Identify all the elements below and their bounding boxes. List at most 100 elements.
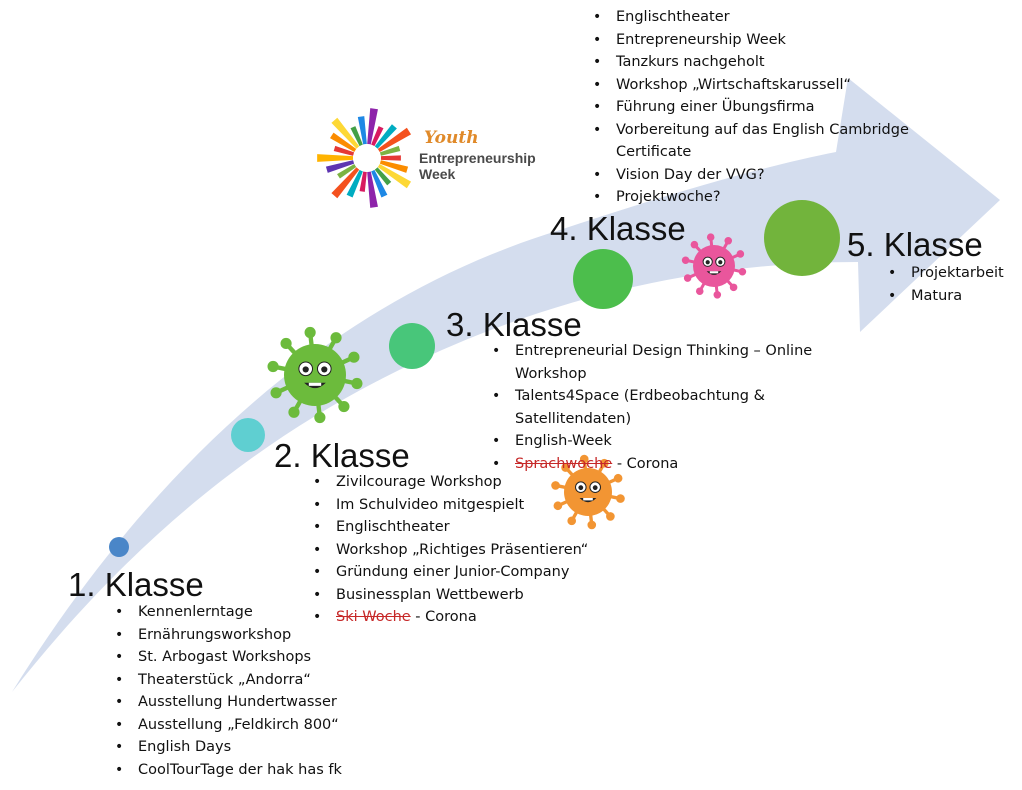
stage-4-item: Vorbereitung auf das English Cambridge C… xyxy=(589,119,909,164)
item-text: Vorbereitung auf das English Cambridge C… xyxy=(616,121,909,161)
item-text: Führung einer Übungsfirma xyxy=(616,99,815,115)
stage-1-item: Kennenlerntage xyxy=(111,601,342,624)
logo-ray xyxy=(379,160,409,173)
stage-4-item: Führung einer Übungsfirma xyxy=(589,96,909,119)
youth-entrepreneurship-week-logo xyxy=(317,108,412,208)
green-virus-icon xyxy=(267,326,363,424)
logo-ray xyxy=(317,154,354,162)
stage-2-title: 2. Klasse xyxy=(274,437,410,474)
logo-ray xyxy=(331,117,360,149)
item-text: Workshop „Wirtschaftskarussell“ xyxy=(616,76,852,93)
logo-ray xyxy=(337,163,357,179)
logo-ray xyxy=(374,124,397,149)
stage-2-item: Businessplan Wettbewerb xyxy=(309,584,588,607)
item-text: Zivilcourage Workshop xyxy=(336,474,502,490)
stage-2-item: Englischtheater xyxy=(309,516,588,539)
logo-ray xyxy=(367,108,378,145)
stage-3-dot xyxy=(389,323,435,369)
item-text: Projektwoche? xyxy=(616,189,721,205)
item-text: Ausstellung „Feldkirch 800“ xyxy=(138,716,339,733)
logo-ray xyxy=(330,132,357,153)
logo-ray xyxy=(377,127,412,153)
logo-week: Week xyxy=(419,166,456,182)
stage-5-item: Matura xyxy=(884,285,1004,308)
item-text: English Days xyxy=(138,739,232,755)
stage-5-item: Projektarbeit xyxy=(884,262,1004,285)
logo-ray xyxy=(379,145,401,156)
logo-ray xyxy=(371,126,384,147)
stage-2-item: Zivilcourage Workshop xyxy=(309,471,588,494)
logo-ray xyxy=(380,155,401,161)
item-text: Ausstellung Hundertwasser xyxy=(138,694,337,710)
item-text: - Corona xyxy=(410,609,477,625)
logo-ray xyxy=(333,145,355,156)
item-text: Entrepreneurship Week xyxy=(616,31,786,48)
item-text: Gründung einer Junior-Company xyxy=(336,564,570,580)
stage-1-item: Ausstellung Hundertwasser xyxy=(111,691,342,714)
item-text: - Corona xyxy=(612,455,679,472)
stage-4-item: Entrepreneurship Week xyxy=(589,29,909,52)
stage-3-list: Entrepreneurial Design Thinking – Online… xyxy=(488,340,868,475)
stage-5-title: 5. Klasse xyxy=(847,226,983,263)
stage-4-item: Workshop „Wirtschaftskarussell“ xyxy=(589,74,909,97)
stage-1-item: Ausstellung „Feldkirch 800“ xyxy=(111,714,342,737)
logo-ray xyxy=(371,169,388,198)
item-text: Tanzkurs nachgeholt xyxy=(616,54,765,70)
stage-2-dot xyxy=(231,418,265,452)
stage-1-item: Ernährungsworkshop xyxy=(111,624,342,647)
logo-ray xyxy=(331,167,360,199)
stage-2-item: Im Schulvideo mitgespielt xyxy=(309,494,588,517)
logo-ray xyxy=(374,167,392,186)
item-text: Projektarbeit xyxy=(911,265,1004,281)
stage-1-item: St. Arbogast Workshops xyxy=(111,646,342,669)
stage-1-dot xyxy=(109,537,129,557)
stage-1-title: 1. Klasse xyxy=(68,566,204,603)
stage-2-item: Gründung einer Junior-Company xyxy=(309,561,588,584)
stage-1-item: English Days xyxy=(111,736,342,759)
stage-3-item: Talents4Space (Erdbeobachtung & Satellit… xyxy=(488,385,868,430)
stage-4-item: Englischtheater xyxy=(589,6,909,29)
item-text: Workshop „Richtiges Präsentieren“ xyxy=(336,541,589,558)
stage-4-item: Tanzkurs nachgeholt xyxy=(589,51,909,74)
stage-1-item: CoolTourTage der hak has fk xyxy=(111,759,342,782)
logo-ray xyxy=(346,169,363,198)
item-text: English-Week xyxy=(515,433,612,449)
logo-ray xyxy=(377,163,412,189)
item-text: Vision Day der VVG? xyxy=(616,166,765,183)
logo-ray xyxy=(357,116,367,145)
stage-2: 2. Klasse Zivilcourage Workshop Im Schulv… xyxy=(274,437,588,629)
item-text: Theaterstück „Andorra“ xyxy=(138,671,311,688)
stage-5-list: ProjektarbeitMatura xyxy=(884,262,1004,307)
item-text: Entrepreneurial Design Thinking – Online… xyxy=(515,343,813,382)
item-text: Englischtheater xyxy=(336,519,450,535)
logo-ray xyxy=(359,171,367,192)
item-text: Kennenlerntage xyxy=(138,604,253,620)
item-text: Englischtheater xyxy=(616,9,730,25)
stage-4-list: EnglischtheaterEntrepreneurship WeekTanz… xyxy=(589,6,909,209)
item-text: Im Schulvideo mitgespielt xyxy=(336,496,525,513)
item-text: Talents4Space (Erdbeobachtung & Satellit… xyxy=(515,388,765,427)
logo-ray xyxy=(325,160,355,173)
stage-2-item: Ski Woche - Corona xyxy=(309,606,588,629)
stage-3: 3. Klasse Entrepreneurial Design Thinkin… xyxy=(446,306,868,475)
stage-3-item: English-Week xyxy=(488,430,868,453)
stage-4-title: 4. Klasse xyxy=(550,210,686,247)
struck-text: Ski Woche xyxy=(336,609,411,625)
stage-4: 4. Klasse xyxy=(550,210,686,248)
stage-4-list-wrap: EnglischtheaterEntrepreneurship WeekTanz… xyxy=(589,6,909,209)
stage-1-item: Theaterstück „Andorra“ xyxy=(111,669,342,692)
stage-3-item: Sprachwoche - Corona xyxy=(488,453,868,476)
stage-4-item: Projektwoche? xyxy=(589,186,909,209)
logo-youth: Youth xyxy=(424,128,479,148)
stage-2-item: Workshop „Richtiges Präsentieren“ xyxy=(309,539,588,562)
stage-4-dot xyxy=(573,249,633,309)
item-text: CoolTourTage der hak has fk xyxy=(138,761,342,778)
stage-2-list: Zivilcourage Workshop Im Schulvideo mitge… xyxy=(309,471,588,629)
pink-virus-icon xyxy=(681,233,747,299)
item-text: Matura xyxy=(911,287,963,304)
stage-4-item: Vision Day der VVG? xyxy=(589,164,909,187)
stage-5: 5. Klasse ProjektarbeitMatura xyxy=(847,226,1004,307)
item-text: Businessplan Wettbewerb xyxy=(336,586,524,603)
stage-1: 1. Klasse KennenlerntageErnährungsworksh… xyxy=(68,566,342,781)
logo-entrepreneurship: Entrepreneurship xyxy=(419,150,536,166)
